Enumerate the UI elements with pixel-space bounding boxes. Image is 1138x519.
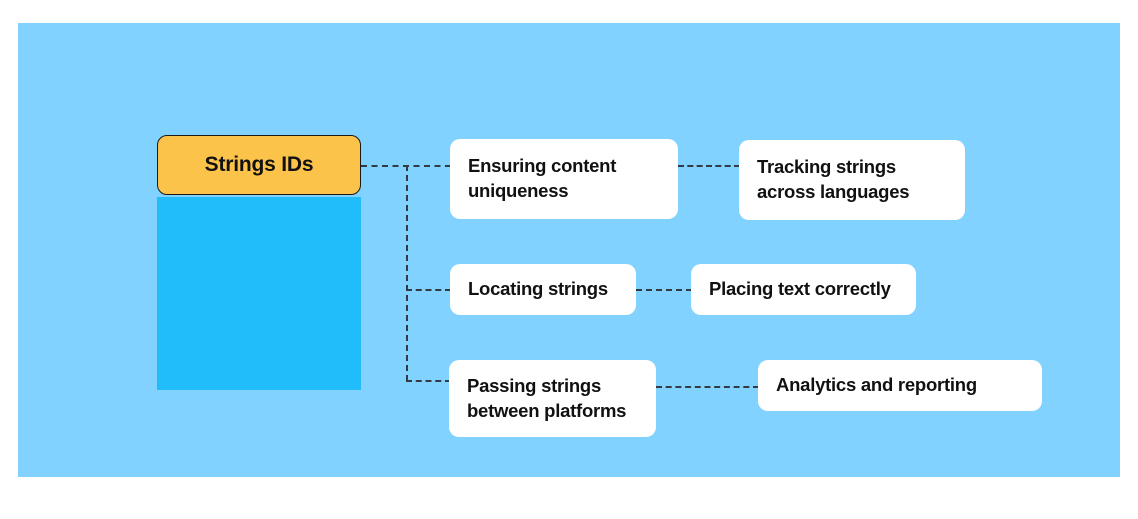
card-row3-secondary[interactable]: Analytics and reporting xyxy=(758,360,1042,411)
accent-block xyxy=(157,197,361,390)
root-node-strings-ids[interactable]: Strings IDs xyxy=(157,135,361,195)
card-row2-primary-label: Locating strings xyxy=(468,278,608,300)
card-row1-primary[interactable]: Ensuring content uniqueness xyxy=(450,139,678,219)
card-row2-secondary[interactable]: Placing text correctly xyxy=(691,264,916,315)
card-row1-secondary-label: Tracking strings across languages xyxy=(757,156,910,202)
card-row1-primary-label: Ensuring content uniqueness xyxy=(468,155,617,201)
connector-branch-row3 xyxy=(406,380,451,382)
connector-row1-link xyxy=(678,165,740,167)
connector-branch-row2 xyxy=(406,289,451,291)
root-node-label: Strings IDs xyxy=(204,153,314,176)
card-row2-primary[interactable]: Locating strings xyxy=(450,264,636,315)
connector-row3-link xyxy=(656,386,759,388)
connector-vertical-spine xyxy=(406,165,408,381)
connector-row2-link xyxy=(636,289,692,291)
card-row3-primary[interactable]: Passing strings between platforms xyxy=(449,360,656,437)
diagram-canvas: Strings IDs Ensuring content uniqueness … xyxy=(18,23,1120,477)
card-row1-secondary[interactable]: Tracking strings across languages xyxy=(739,140,965,220)
card-row3-secondary-label: Analytics and reporting xyxy=(776,374,977,396)
card-row2-secondary-label: Placing text correctly xyxy=(709,278,891,300)
card-row3-primary-label: Passing strings between platforms xyxy=(467,374,627,421)
